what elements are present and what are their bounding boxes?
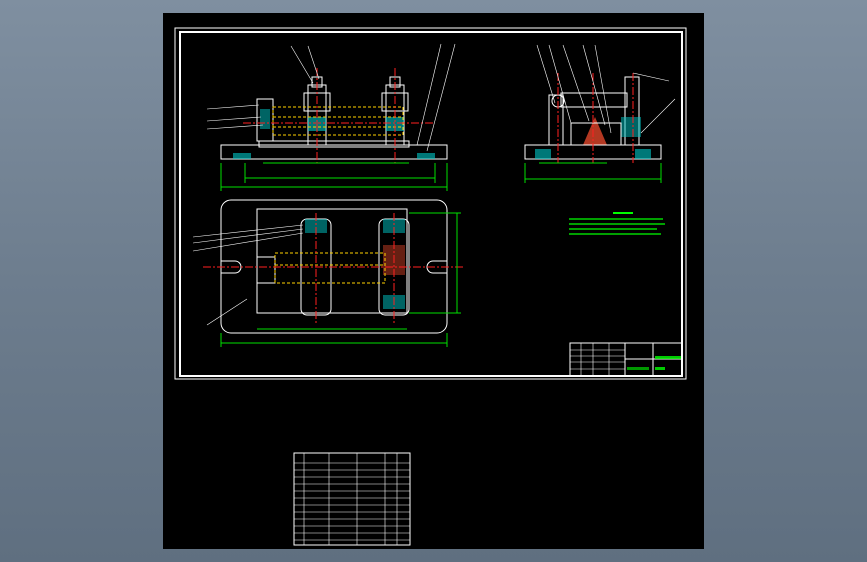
front-view bbox=[206, 43, 456, 191]
sheet-inner-border bbox=[179, 31, 683, 377]
technical-notes bbox=[569, 212, 665, 235]
cad-drawing-canvas bbox=[174, 27, 687, 546]
plan-view bbox=[192, 199, 463, 347]
sheet-outer-border bbox=[174, 27, 687, 380]
cad-drawing-viewport[interactable] bbox=[163, 13, 704, 549]
parts-list-table bbox=[293, 452, 411, 546]
side-view bbox=[524, 44, 676, 183]
title-block bbox=[569, 342, 683, 377]
front-base-plate bbox=[220, 144, 448, 160]
